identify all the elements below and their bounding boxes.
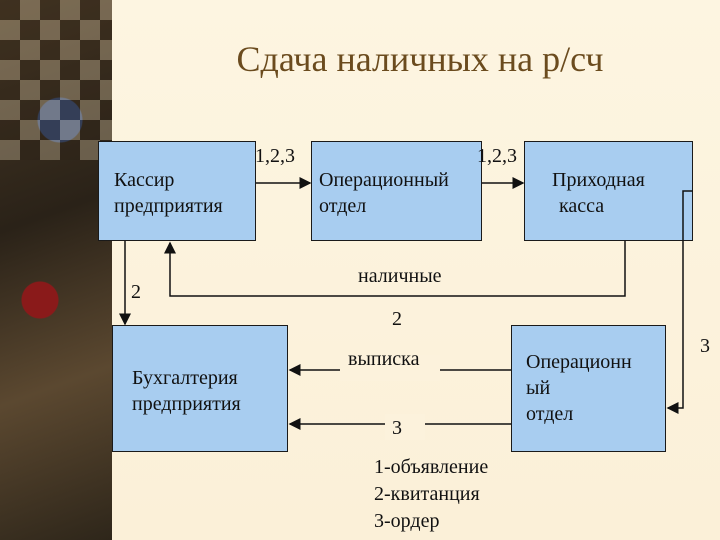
legend-line-3: 3-ордер (374, 510, 440, 532)
box-operational-dept-1: Операционный отдел (311, 141, 482, 241)
box-opdept2-line2: ый (526, 377, 551, 399)
label-arrow-1: 1,2,3 (255, 145, 295, 167)
box-cashier-line2: предприятия (114, 195, 223, 217)
box-opdept2-line1: Операционн (526, 351, 632, 373)
box-accounting: Бухгалтерия предприятия (112, 325, 288, 452)
decorative-photo-strip (0, 0, 112, 540)
box-opdept1-line2: отдел (319, 195, 367, 217)
label-three-mid: 3 (392, 417, 402, 439)
label-mask-three-mid (385, 414, 425, 440)
label-mask-statement (340, 355, 440, 381)
box-cashier: Кассир предприятия (98, 141, 256, 241)
box-incoming-line2: касса (559, 195, 605, 217)
box-accounting-line2: предприятия (132, 393, 241, 415)
box-incoming-line1: Приходная (552, 169, 645, 191)
box-operational-dept-2: Операционн ый отдел (511, 325, 666, 452)
box-cashier-line1: Кассир (114, 169, 175, 191)
chessboard-pattern (0, 0, 112, 160)
label-three-right: 3 (700, 335, 710, 357)
arrow-cash-return (164, 241, 626, 297)
box-opdept1-line1: Операционный (319, 169, 449, 191)
label-two-left: 2 (131, 281, 141, 303)
label-arrow-2: 1,2,3 (477, 145, 517, 167)
legend-line-2: 2-квитанция (374, 483, 480, 505)
label-statement: выписка (348, 348, 420, 370)
arrow-incoming-to-opdept2 (666, 190, 693, 414)
box-accounting-line1: Бухгалтерия (132, 367, 238, 389)
box-opdept2-line3: отдел (526, 403, 574, 425)
label-cash: наличные (358, 265, 442, 287)
legend-line-1: 1-объявление (374, 456, 489, 478)
box-incoming-cash-desk: Приходная касса (524, 141, 693, 241)
label-two-mid: 2 (392, 308, 402, 330)
slide-title: Сдача наличных на р/сч (236, 39, 604, 79)
